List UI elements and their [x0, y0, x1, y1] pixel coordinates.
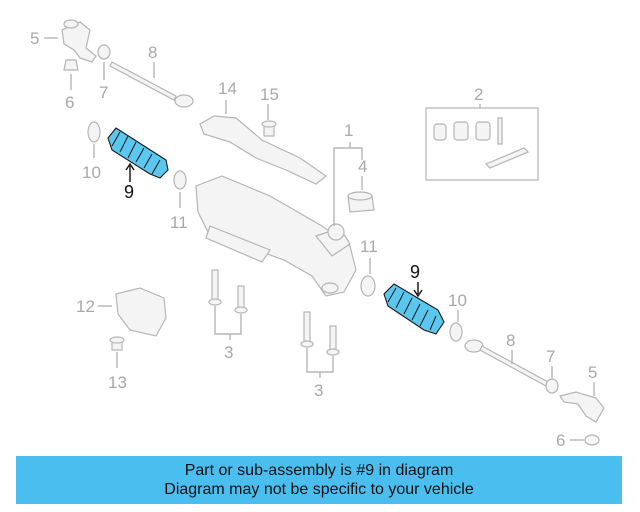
callout-10-right[interactable]: 10 [448, 291, 467, 310]
callout-7-right[interactable]: 7 [546, 347, 555, 366]
tie-rod-end-right [545, 378, 605, 446]
callout-11-right[interactable]: 11 [360, 237, 378, 256]
callout-13[interactable]: 13 [108, 373, 127, 392]
clamp-11-right [360, 275, 376, 297]
banner-line-2: Diagram may not be specific to your vehi… [164, 481, 474, 498]
leader-1 [333, 142, 363, 226]
callout-8-left[interactable]: 8 [148, 43, 157, 62]
steering-boot-left[interactable] [107, 127, 169, 179]
steering-gear-housing [195, 175, 357, 297]
leader-3-lower [306, 348, 334, 378]
callout-7-left[interactable]: 7 [99, 83, 108, 102]
callout-6-left[interactable]: 6 [65, 93, 74, 112]
leader-9-left [125, 162, 135, 182]
callout-3-upper[interactable]: 3 [224, 343, 233, 362]
callout-11-left[interactable]: 11 [170, 213, 188, 232]
callout-6-right[interactable]: 6 [556, 431, 565, 450]
clamp-10-right [449, 322, 463, 342]
callout-10-left[interactable]: 10 [82, 163, 101, 182]
bolts-3-upper [208, 269, 248, 314]
callout-5-left[interactable]: 5 [30, 29, 39, 48]
callout-3-lower[interactable]: 3 [314, 381, 323, 400]
clamp-11-left [173, 170, 187, 190]
callout-4[interactable]: 4 [358, 157, 367, 176]
bolt-15 [261, 120, 277, 137]
callout-8-right[interactable]: 8 [506, 331, 515, 350]
banner-line-1: Part or sub-assembly is #9 in diagram [184, 462, 454, 479]
callout-2[interactable]: 2 [474, 85, 483, 104]
bolt-13 [109, 336, 125, 351]
callout-9-right[interactable]: 9 [410, 262, 420, 282]
inner-tie-rod-left [109, 61, 194, 108]
leader-9-right [413, 282, 423, 298]
info-banner: Part or sub-assembly is #9 in diagram Di… [16, 456, 622, 504]
callout-9-left[interactable]: 9 [124, 182, 134, 202]
callout-12[interactable]: 12 [76, 297, 95, 316]
bracket-12 [115, 287, 167, 337]
callout-14[interactable]: 14 [218, 79, 237, 98]
steering-boot-right[interactable] [383, 283, 445, 335]
parts-diagram: 5 6 7 8 14 15 10 9 11 [30, 19, 605, 450]
tie-rod-end-left [61, 19, 111, 71]
heat-shield [199, 115, 328, 185]
clamp-10-left [87, 121, 101, 143]
bolts-3-lower [300, 311, 340, 356]
callout-1[interactable]: 1 [344, 121, 353, 140]
mount-bushing [347, 191, 375, 213]
repair-kit-box [425, 107, 539, 181]
leader-3-upper [214, 306, 242, 340]
callout-5-right[interactable]: 5 [588, 363, 597, 382]
callout-15[interactable]: 15 [260, 85, 279, 104]
